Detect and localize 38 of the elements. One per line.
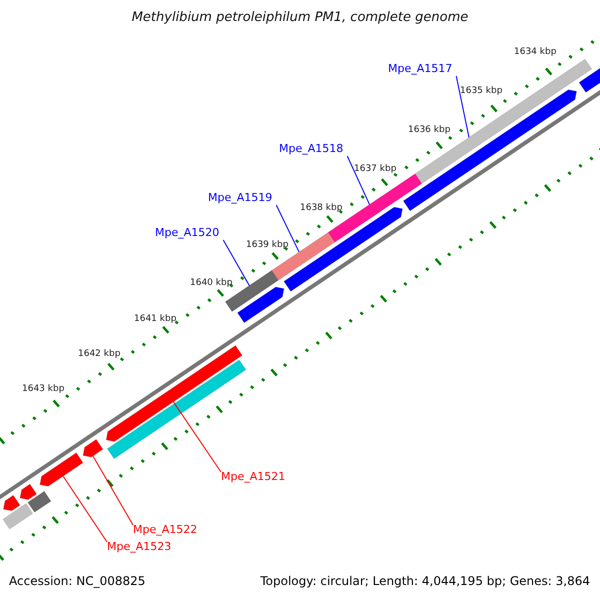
gene-label: Mpe_A1517: [388, 62, 452, 75]
gene-label: Mpe_A1521: [221, 470, 286, 483]
footer-text: Accession: NC_008825: [9, 574, 146, 588]
tick-label: 1634 kbp: [514, 47, 556, 57]
tick-label: 1640 kbp: [190, 278, 232, 288]
gene-label: Mpe_A1522: [133, 523, 198, 536]
gene-feature: [40, 452, 84, 486]
leader-line: [172, 401, 222, 472]
tick-label: 1636 kbp: [408, 125, 450, 135]
footer-text: Topology: circular; Length: 4,044,195 bp; Genes: 3,864: [260, 574, 590, 588]
tick-label: 1638 kbp: [300, 203, 342, 213]
gene-label: Mpe_A1523: [107, 540, 172, 553]
gene-feature: [82, 439, 104, 458]
feature-bar: [2, 503, 34, 530]
leader-line: [276, 204, 300, 252]
gene-label: Mpe_A1518: [279, 142, 344, 155]
leader-line: [62, 476, 108, 542]
feature-bar: [328, 173, 422, 243]
tick-label: 1639 kbp: [246, 240, 288, 250]
gene-feature: [20, 484, 37, 500]
gene-feature: [106, 345, 242, 442]
leader-line: [222, 240, 250, 286]
gene-feature: [3, 495, 20, 512]
leader-line: [346, 156, 370, 205]
leader-line: [456, 76, 470, 138]
title: Methylibium petroleiphilum PM1, complete genome: [132, 10, 468, 25]
feature-bar: [107, 360, 246, 459]
leader-line: [92, 456, 134, 526]
feature-bar: [271, 232, 336, 281]
gene-label: Mpe_A1519: [208, 191, 272, 204]
gene-label: Mpe_A1520: [155, 226, 220, 239]
tick-label: 1641 kbp: [134, 314, 176, 324]
tick-label: 1643 kbp: [22, 384, 64, 394]
tick-label: 1642 kbp: [78, 349, 120, 359]
tick-label: 1635 kbp: [460, 86, 502, 96]
gene-feature: [237, 286, 284, 323]
tick-label: 1637 kbp: [354, 164, 396, 174]
feature-bar: [28, 490, 52, 513]
